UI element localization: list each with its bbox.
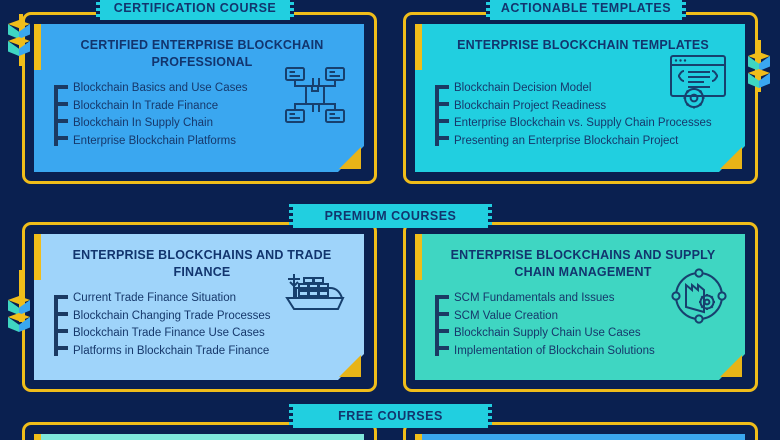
list-item: SCM Value Creation <box>454 309 558 322</box>
card-body: Current Trade Finance Situation Blockcha… <box>54 290 356 360</box>
list-item: Blockchain Supply Chain Use Cases <box>454 327 641 339</box>
list-item: Enterprise Blockchain vs. Supply Chain P… <box>454 117 712 129</box>
list-item: Enterprise Blockchain Platforms <box>73 134 236 147</box>
banner-actionable-templates: ACTIONABLE TEMPLATES <box>486 0 686 20</box>
card-body: Blockchain Decision Model Blockchain Pro… <box>435 80 737 150</box>
banner-label: FREE COURSES <box>338 409 443 423</box>
cube-icon <box>8 37 30 57</box>
banner-certification-course: CERTIFICATION COURSE <box>96 0 294 20</box>
list-item: Presenting an Enterprise Blockchain Proj… <box>454 134 679 147</box>
card-title: ENTERPRISE BLOCKCHAINS AND TRADE FINANCE <box>72 248 332 279</box>
cargo-ship-icon <box>284 270 346 314</box>
banner-free-courses: FREE COURSES <box>289 404 492 428</box>
list-item: Implementation of Blockchain Solutions <box>454 344 655 357</box>
blockchain-network-icon <box>284 66 346 124</box>
list-bracket-icon <box>435 293 449 360</box>
course-card-enterprise-blockchain-templates[interactable]: ENTERPRISE BLOCKCHAIN TEMPLATES Blockcha… <box>415 24 745 172</box>
list-bracket-icon <box>54 83 68 150</box>
card-accent-bar <box>34 24 41 70</box>
ribbon-notch-left <box>289 404 293 428</box>
course-card-free-left[interactable] <box>34 434 364 440</box>
blockchain-cube-ornament-row2-left <box>8 296 30 333</box>
code-template-window-icon <box>667 54 729 112</box>
card-title: ENTERPRISE BLOCKCHAINS AND SUPPLY CHAIN … <box>450 248 716 279</box>
course-card-certified-enterprise-blockchain-professional[interactable]: CERTIFIED ENTERPRISE BLOCKCHAIN PROFESSI… <box>34 24 364 172</box>
blockchain-cube-ornament-row1-left <box>8 20 30 57</box>
ribbon-notch-right <box>290 0 294 20</box>
list-bracket-icon <box>54 293 68 360</box>
card-corner-fold-icon <box>339 355 361 377</box>
list-item: Blockchain In Supply Chain <box>73 117 213 129</box>
list-bracket-icon <box>435 83 449 150</box>
ribbon-notch-left <box>289 204 293 228</box>
cube-connector-line <box>19 270 23 322</box>
card-accent-bar <box>415 24 422 70</box>
course-topic-list: Blockchain Basics and Use Cases Blockcha… <box>68 80 248 150</box>
cube-icon <box>8 313 30 333</box>
card-corner-fold-icon <box>720 355 742 377</box>
list-item: SCM Fundamentals and Issues <box>454 292 615 304</box>
cube-icon <box>8 20 30 40</box>
factory-gear-network-icon <box>669 266 729 326</box>
cube-icon <box>748 52 770 72</box>
card-frame-5 <box>22 422 377 440</box>
list-item: Current Trade Finance Situation <box>73 292 237 304</box>
course-topic-list: SCM Fundamentals and Issues SCM Value Cr… <box>449 290 655 360</box>
ribbon-notch-left <box>96 0 100 20</box>
card-title: ENTERPRISE BLOCKCHAIN TEMPLATES <box>457 38 709 52</box>
list-item: Blockchain Changing Trade Processes <box>73 309 271 322</box>
list-item: Blockchain Trade Finance Use Cases <box>73 327 265 339</box>
card-corner-fold-icon <box>339 147 361 169</box>
card-corner-fold-icon <box>720 147 742 169</box>
course-card-enterprise-blockchains-and-trade-finance[interactable]: ENTERPRISE BLOCKCHAINS AND TRADE FINANCE… <box>34 234 364 380</box>
course-card-free-right[interactable] <box>415 434 745 440</box>
course-card-enterprise-blockchains-and-supply-chain-management[interactable]: ENTERPRISE BLOCKCHAINS AND SUPPLY CHAIN … <box>415 234 745 380</box>
ribbon-notch-right <box>488 404 492 428</box>
list-item: Blockchain Decision Model <box>454 82 592 94</box>
card-accent-bar <box>415 234 422 280</box>
banner-label: PREMIUM COURSES <box>324 209 457 223</box>
list-item: Blockchain Project Readiness <box>454 99 607 112</box>
course-topic-list: Current Trade Finance Situation Blockcha… <box>68 290 271 360</box>
card-accent-bar <box>415 434 422 440</box>
list-item: Platforms in Blockchain Trade Finance <box>73 344 270 357</box>
banner-label: CERTIFICATION COURSE <box>113 1 277 15</box>
card-frame-4 <box>403 222 758 392</box>
banner-premium-courses: PREMIUM COURSES <box>289 204 492 228</box>
course-topic-list: Blockchain Decision Model Blockchain Pro… <box>449 80 712 150</box>
card-title: CERTIFIED ENTERPRISE BLOCKCHAIN PROFESSI… <box>80 38 324 69</box>
cube-icon <box>8 296 30 316</box>
list-item: Blockchain Basics and Use Cases <box>73 82 248 94</box>
list-item: Blockchain In Trade Finance <box>73 99 219 112</box>
ribbon-notch-left <box>486 0 490 20</box>
card-body: Blockchain Basics and Use Cases Blockcha… <box>54 80 356 150</box>
blockchain-cube-ornament-row1-right <box>748 52 770 89</box>
cube-icon <box>748 69 770 89</box>
card-accent-bar <box>34 234 41 280</box>
card-body: SCM Fundamentals and Issues SCM Value Cr… <box>435 290 737 360</box>
banner-label: ACTIONABLE TEMPLATES <box>500 1 672 15</box>
ribbon-notch-right <box>682 0 686 20</box>
card-frame-6 <box>403 422 758 440</box>
ribbon-notch-right <box>488 204 492 228</box>
card-accent-bar <box>34 434 41 440</box>
